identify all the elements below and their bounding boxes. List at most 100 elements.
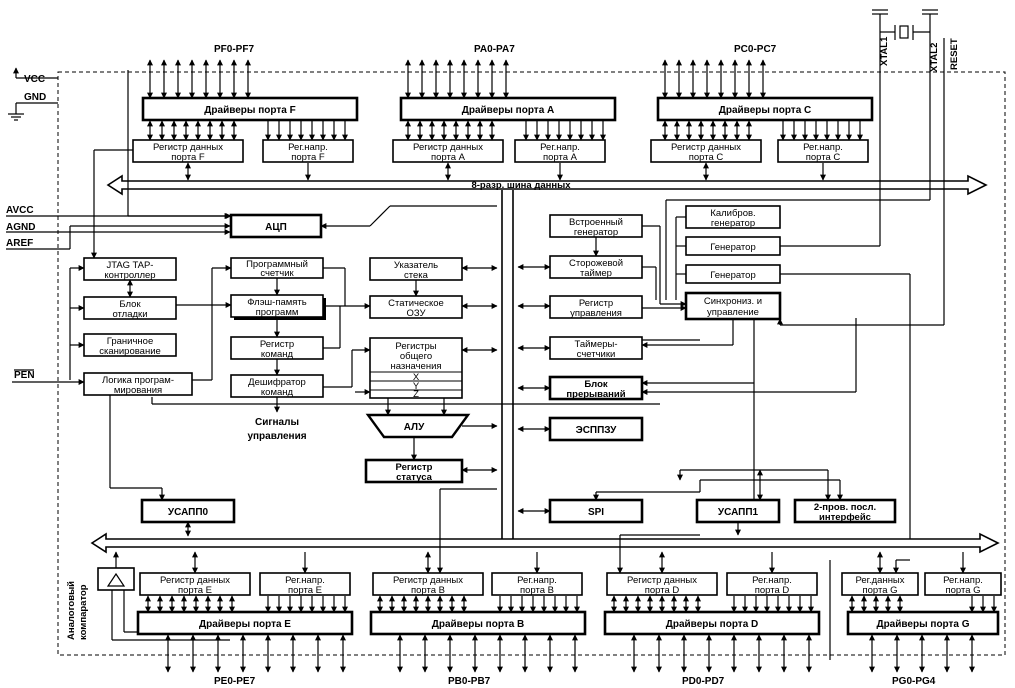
drivers-port-d: Драйверы порта D	[603, 610, 821, 636]
usart0-block: УСАПП0	[140, 498, 236, 524]
svg-text:X: X	[413, 372, 420, 383]
data-register-port-e: Регистр данных порта E	[139, 572, 251, 596]
eeprom: ЭСППЗУ	[548, 416, 644, 442]
drivers-port-c: Драйверы порта C	[656, 96, 874, 122]
svg-text:Граничное: Граничное	[107, 336, 154, 347]
direction-register-port-c: Рег.напр. порта C	[777, 139, 869, 163]
svg-text:команд: команд	[261, 349, 294, 360]
port-label-pc: PC0-PC7	[734, 44, 777, 55]
port-label-pf: PF0-PF7	[214, 44, 254, 55]
bottom-port-pins	[165, 634, 975, 673]
driver-register-links-top	[147, 120, 863, 141]
svg-text:Логика програм-: Логика програм-	[102, 375, 174, 386]
svg-text:Драйверы порта E: Драйверы порта E	[199, 619, 291, 630]
svg-text:Синхрониз. и: Синхрониз. и	[704, 296, 762, 307]
svg-text:Драйверы порта G: Драйверы порта G	[876, 619, 969, 630]
chip-outline	[57, 71, 1006, 656]
svg-text:Встроенный: Встроенный	[569, 217, 623, 228]
svg-text:Драйверы порта D: Драйверы порта D	[666, 619, 759, 630]
svg-text:Калибров.: Калибров.	[710, 208, 755, 219]
xtal2-pin-label: XTAL2	[929, 43, 940, 72]
avcc-pin-label: AVCC	[6, 205, 34, 216]
svg-text:статуса: статуса	[396, 472, 433, 483]
port-label-pd: PD0-PD7	[682, 676, 725, 687]
svg-text:Драйверы порта B: Драйверы порта B	[432, 619, 525, 630]
svg-text:Таймеры-: Таймеры-	[574, 339, 617, 350]
data-register-port-a: Регистр данных порта A	[392, 139, 504, 163]
drivers-port-f: Драйверы порта F	[141, 96, 359, 122]
svg-text:Регистр данных: Регистр данных	[671, 142, 741, 153]
data-bus-label: 8-разр. шина данных	[471, 180, 571, 191]
svg-text:ОЗУ: ОЗУ	[406, 308, 426, 319]
timer-counters: Таймеры- счетчики	[549, 336, 643, 360]
pen-pin-label: PEN	[14, 370, 35, 381]
vcc-pin-label: VCC	[24, 74, 45, 85]
jtag-tap-controller: JTAG TAP- контроллер	[83, 257, 177, 281]
svg-text:Рег.напр.: Рег.напр.	[517, 575, 557, 586]
svg-text:Y: Y	[413, 381, 420, 392]
oscillator-2: Генератор	[685, 264, 781, 284]
instruction-decoder: Дешифратор команд	[230, 374, 324, 398]
direction-register-port-d: Рег.напр. порта D	[726, 572, 818, 596]
svg-text:управления: управления	[570, 308, 622, 319]
svg-text:Флэш-память: Флэш-память	[247, 297, 307, 308]
drivers-port-a: Драйверы порта A	[399, 96, 617, 122]
svg-text:счетчики: счетчики	[577, 349, 616, 360]
svg-text:мирования: мирования	[114, 385, 162, 396]
svg-text:Блок: Блок	[119, 299, 141, 310]
register-bus-links-top	[185, 162, 826, 181]
svg-text:Сторожевой: Сторожевой	[569, 258, 623, 269]
aref-pin-label: AREF	[6, 238, 33, 249]
svg-text:АЛУ: АЛУ	[404, 422, 425, 433]
svg-text:Регистр: Регистр	[579, 298, 613, 309]
svg-text:назначения: назначения	[390, 361, 441, 372]
svg-text:порта G: порта G	[945, 585, 980, 596]
xtal1-pin-label: XTAL1	[879, 36, 890, 66]
svg-text:Рег.напр.: Рег.напр.	[540, 142, 580, 153]
top-port-pins	[147, 59, 766, 99]
svg-text:Генератор: Генератор	[710, 242, 756, 253]
general-purpose-registers: Регистры общего назначения X Y Z	[369, 337, 463, 400]
data-bus-top: 8-разр. шина данных	[106, 174, 988, 196]
svg-text:Регистр: Регистр	[260, 339, 294, 350]
svg-text:порта F: порта F	[171, 152, 205, 163]
driver-register-links-bottom	[145, 595, 997, 613]
port-label-pe: PE0-PE7	[214, 676, 256, 687]
calibrated-oscillator: Калибров. генератор	[685, 205, 781, 229]
svg-text:JTAG TAP-: JTAG TAP-	[107, 260, 154, 271]
direction-register-port-f: Рег.напр. порта F	[262, 139, 354, 163]
svg-text:Регистр данных: Регистр данных	[413, 142, 483, 153]
internal-vertical-bus	[501, 190, 514, 540]
svg-text:Регистр данных: Регистр данных	[393, 575, 463, 586]
drivers-port-g: Драйверы порта G	[846, 610, 1000, 636]
data-register-port-c: Регистр данных порта C	[650, 139, 762, 163]
svg-text:ЭСППЗУ: ЭСППЗУ	[576, 425, 618, 436]
direction-register-port-a: Рег.напр. порта A	[514, 139, 606, 163]
svg-text:команд: команд	[261, 387, 294, 398]
svg-text:Драйверы порта A: Драйверы порта A	[462, 105, 555, 116]
svg-text:контроллер: контроллер	[104, 270, 155, 281]
svg-text:таймер: таймер	[580, 268, 612, 279]
svg-text:УСАПП1: УСАПП1	[718, 507, 759, 518]
control-signals-label-2: управления	[247, 431, 306, 442]
agnd-pin-label: AGND	[6, 222, 35, 233]
interrupt-unit: Блок прерываний	[548, 375, 644, 401]
adc-block: АЦП	[229, 213, 323, 239]
reset-pin-label: RESET	[949, 38, 960, 70]
sync-and-control: Синхрониз. и управление	[684, 291, 782, 321]
internal-oscillator: Встроенный генератор	[549, 214, 643, 238]
svg-text:порта A: порта A	[431, 152, 466, 163]
svg-text:сканирование: сканирование	[99, 346, 161, 357]
svg-text:Генератор: Генератор	[710, 270, 756, 281]
svg-text:генератор: генератор	[574, 227, 618, 238]
direction-register-port-g: Рег.напр. порта G	[924, 572, 1002, 596]
watchdog-timer: Сторожевой таймер	[549, 255, 643, 279]
flash-program-memory: Флэш-память программ	[230, 294, 326, 320]
data-register-port-b: Регистр данных порта B	[372, 572, 484, 596]
svg-text:Программный: Программный	[246, 259, 308, 270]
svg-text:УСАПП0: УСАПП0	[168, 507, 209, 518]
data-register-port-d: Регистр данных порта D	[606, 572, 718, 596]
svg-text:Блок: Блок	[584, 379, 608, 390]
svg-text:SPI: SPI	[588, 507, 604, 518]
